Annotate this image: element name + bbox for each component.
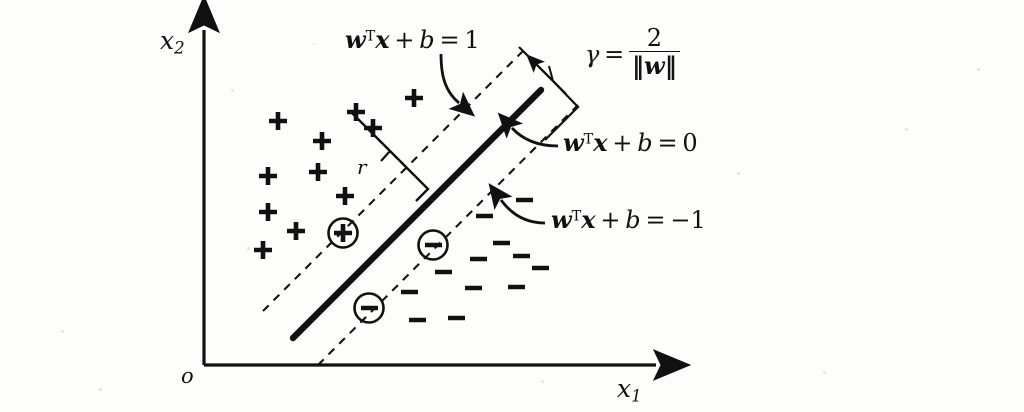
bias-symbol: b	[625, 206, 641, 234]
upper-margin-dashed-line	[262, 50, 524, 312]
axes-group	[188, 0, 692, 381]
scan-speckle	[823, 371, 826, 374]
bias-symbol: b	[419, 26, 435, 54]
transpose-superscript: T	[571, 208, 582, 225]
scan-speckle	[977, 68, 980, 71]
leader-arrows-group	[439, 53, 559, 225]
decision-boundary-solid-line	[289, 86, 545, 342]
y-axis-label-subscript: 2	[174, 38, 185, 58]
transpose-superscript: T	[365, 28, 376, 45]
gamma-symbol: γ	[585, 40, 600, 69]
arrow-to-decision-boundary	[497, 112, 559, 148]
plus-marker	[269, 112, 287, 130]
hyperplane-zero-value: 0	[682, 129, 698, 157]
x-axis-label: x1	[617, 376, 642, 405]
transpose-superscript: T	[583, 131, 594, 148]
plus-marker	[287, 222, 305, 240]
scan-speckle	[737, 172, 740, 175]
minus-marker-support-vector	[417, 229, 449, 261]
weight-vector-symbol: w	[551, 205, 572, 234]
equals-operator: =	[439, 26, 460, 54]
plus-marker	[259, 167, 277, 185]
distance-r-bracket	[351, 112, 430, 202]
plus-operator: +	[394, 26, 415, 54]
plus-marker	[309, 163, 327, 181]
positive-class-markers	[254, 89, 423, 259]
scan-speckle	[905, 128, 908, 131]
hyperplane-negative-label: wTx + b = −1	[551, 205, 706, 234]
plus-marker-support-vector	[327, 217, 359, 249]
weight-vector-symbol: w	[563, 128, 584, 157]
plus-marker	[347, 103, 365, 121]
equals-operator: =	[657, 129, 678, 157]
plus-operator: +	[612, 129, 633, 157]
origin-label: o	[181, 364, 194, 388]
margin-fraction: 2‖w‖	[629, 24, 680, 78]
hyperplane-positive-label: wTx + b = 1	[345, 25, 480, 54]
scan-speckle	[61, 330, 64, 333]
negative-class-markers	[353, 197, 549, 324]
hyperplane-zero-label: wTx + b = 0	[563, 128, 698, 157]
x-axis-label-subscript: 1	[631, 386, 642, 406]
equals-operator: =	[645, 206, 666, 234]
arrow-to-lower-dashed-line	[488, 183, 546, 225]
distance-r-label: r	[357, 155, 367, 179]
weight-vector-symbol: w	[345, 25, 366, 54]
arrow-to-upper-dashed-line	[439, 53, 476, 117]
minus-marker-support-vector	[353, 292, 385, 324]
plus-marker	[405, 89, 423, 107]
margin-width-label: γ = 2‖w‖	[585, 24, 680, 78]
y-axis-label-symbol: x	[160, 26, 175, 55]
hyperplane-negative-value: −1	[670, 206, 706, 234]
plus-marker	[336, 187, 354, 205]
plus-operator: +	[600, 206, 621, 234]
r-bracket-tick	[380, 150, 391, 162]
margin-denominator: ‖w‖	[629, 51, 680, 78]
plus-marker	[364, 119, 382, 137]
x-axis-label-symbol: x	[617, 374, 632, 403]
y-axis-label: x2	[160, 28, 185, 57]
plus-marker	[313, 132, 331, 150]
plus-marker	[259, 203, 277, 221]
input-vector-symbol: x	[593, 128, 608, 157]
scan-speckle	[99, 388, 102, 391]
scan-speckle	[313, 43, 315, 45]
scan-speckle	[541, 380, 544, 383]
input-vector-symbol: x	[375, 25, 390, 54]
scan-speckle	[247, 247, 250, 250]
bias-symbol: b	[637, 129, 653, 157]
margin-width-bracket	[518, 46, 580, 141]
equals-operator: =	[604, 40, 625, 69]
plus-marker	[254, 241, 272, 259]
margin-bracket-pointer	[526, 54, 567, 95]
margin-numerator: 2	[646, 24, 663, 52]
scan-speckle	[231, 89, 234, 92]
input-vector-symbol: x	[581, 205, 596, 234]
hyperplane-positive-value: 1	[464, 26, 480, 54]
